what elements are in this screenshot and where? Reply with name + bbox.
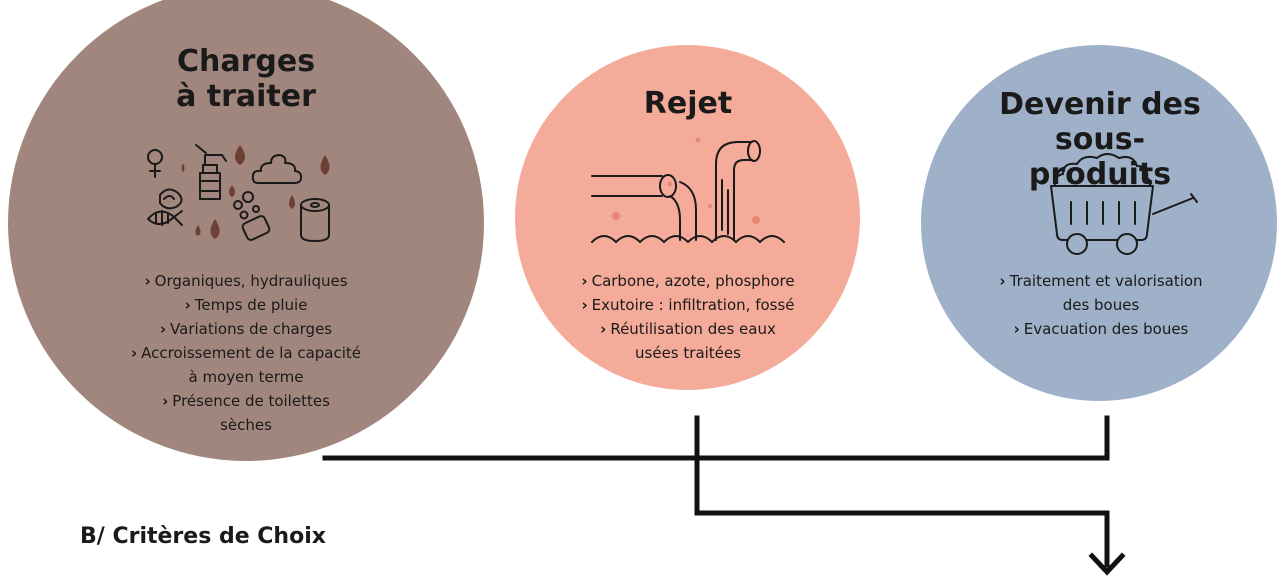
charges-circle bbox=[8, 0, 484, 461]
sous-produits-item: ›Evacuation des boues bbox=[1013, 320, 1189, 338]
rejet-title-line-1: Rejet bbox=[643, 86, 733, 121]
pollutants-icon bbox=[147, 144, 330, 242]
section-heading: B/ Critères de Choix bbox=[80, 524, 326, 549]
bullet-chevron-icon: › bbox=[1013, 320, 1020, 338]
charges-item: ›Organiques, hydrauliques bbox=[144, 272, 348, 290]
bullet-chevron-icon: › bbox=[581, 296, 588, 314]
charges-item: ›Temps de pluie bbox=[184, 296, 308, 314]
rejet-item: ›Carbone, azote, phosphore bbox=[581, 272, 795, 290]
rejet-title: Rejet bbox=[588, 86, 788, 121]
bullet-chevron-icon: › bbox=[581, 272, 588, 290]
charges-item: ›Variations de charges bbox=[159, 320, 333, 338]
arrow-down-icon bbox=[1088, 552, 1126, 576]
bullet-chevron-icon: › bbox=[162, 392, 169, 410]
bullet-chevron-icon: › bbox=[130, 344, 138, 362]
bullet-chevron-icon: › bbox=[159, 320, 167, 338]
bullet-chevron-icon: › bbox=[144, 272, 151, 290]
sous-produits-circle bbox=[921, 45, 1277, 401]
connector-left-to-right bbox=[322, 415, 1110, 461]
sous-produits-title-line-1: Devenir des bbox=[999, 87, 1201, 122]
discharge-pipes-icon bbox=[591, 137, 785, 243]
bullet-chevron-icon: › bbox=[999, 272, 1006, 290]
connector-middle-to-arrow bbox=[694, 415, 1110, 568]
charges-title-line-1: Charges bbox=[176, 44, 316, 79]
rejet-item: ›Exutoire : infiltration, fossé bbox=[581, 296, 795, 314]
charges-title-line-2: à traiter bbox=[176, 79, 316, 114]
bullet-chevron-icon: › bbox=[600, 320, 607, 338]
sludge-cart-icon bbox=[1050, 153, 1198, 255]
charges-title: Charges à traiter bbox=[126, 44, 366, 114]
bullet-chevron-icon: › bbox=[184, 296, 191, 314]
charges-list: ›Organiques, hydrauliques ›Temps de plui… bbox=[80, 269, 412, 437]
rejet-circle bbox=[515, 45, 860, 390]
rejet-list: ›Carbone, azote, phosphore ›Exutoire : i… bbox=[552, 269, 824, 365]
